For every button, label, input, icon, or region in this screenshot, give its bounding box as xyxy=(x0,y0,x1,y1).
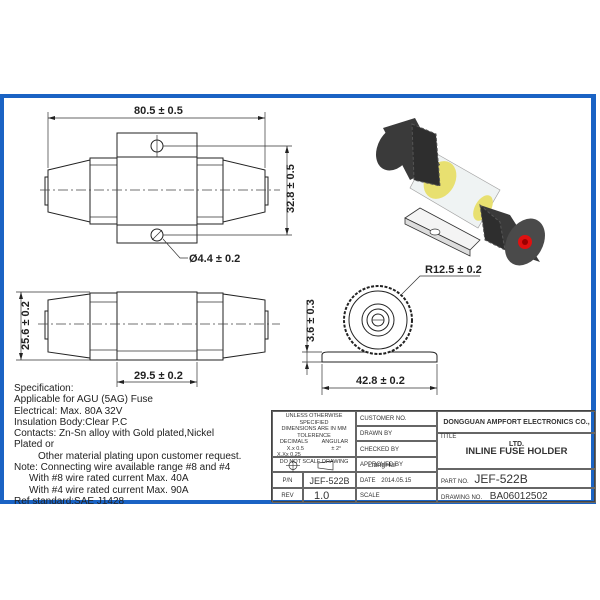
checked-by-value: LiangHui xyxy=(368,462,396,469)
part-no-label: PART NO. xyxy=(441,479,469,485)
drawing-no-label: DRAWING NO. xyxy=(441,495,483,501)
drawing-no-value: BA06012502 xyxy=(489,491,548,502)
tolerance-note: UNLESS OTHERWISE SPECIFIED DIMENSIONS AR… xyxy=(272,411,356,465)
company-name: DONGGUAN AMPFORT ELECTRONICS CO., LTD. xyxy=(437,411,596,448)
drawing-title: INLINE FUSE HOLDER xyxy=(465,446,568,457)
spec-line: Insulation Body:Clear P.C xyxy=(14,416,128,428)
tolerance-line: ± 2° xyxy=(331,445,342,452)
rev-label: REV xyxy=(272,488,303,503)
date-value: 2014.05.15 xyxy=(381,478,412,484)
title-block: UNLESS OTHERWISE SPECIFIED DIMENSIONS AR… xyxy=(271,410,596,503)
rev-value: 1.0 xyxy=(303,488,356,503)
date-cell: DATE 2014.05.15 xyxy=(356,472,437,488)
customer-no-label: CUSTOMER NO. xyxy=(356,411,437,426)
checked-by-label: CHECKED BY xyxy=(360,447,399,453)
spec-line: Specification: xyxy=(14,383,74,394)
spec-line: Electrical: Max. 80A 32V xyxy=(14,405,123,417)
top-view: 80.5 ± 0.5 32.8 ± 0.5 Ø4.4 ± 0.2 xyxy=(40,105,297,265)
dim-hole-spacing: 32.8 ± 0.5 xyxy=(285,164,297,213)
title-cell: TITLE INLINE FUSE HOLDER xyxy=(437,433,596,469)
spec-line: Plated or xyxy=(14,439,55,451)
tolerance-line: X.x 0.5 xyxy=(286,445,304,452)
end-view: 3.6 ± 0.3 42.8 ± 0.2 R12.5 ± 0.2 xyxy=(302,264,482,395)
tolerance-line: DECIMALS xyxy=(279,439,308,445)
dim-hole-diameter: Ø4.4 ± 0.2 xyxy=(189,253,240,265)
drawn-by-label: DRAWN BY xyxy=(356,426,437,441)
tolerance-line: X.Xx 0.25 xyxy=(277,452,301,458)
projection-symbols xyxy=(272,457,356,472)
side-view: 25.6 ± 0.2 29.5 ± 0.2 xyxy=(16,291,280,387)
spec-line: With #8 wire rated current Max. 40A xyxy=(29,473,189,485)
date-label: DATE xyxy=(360,478,376,484)
dim-base-thickness: 3.6 ± 0.3 xyxy=(305,299,317,342)
isometric-view xyxy=(376,118,545,266)
pn-value: JEF-522B xyxy=(303,472,356,488)
dim-body-height: 25.6 ± 0.2 xyxy=(20,301,32,350)
title-label: TITLE xyxy=(440,434,457,440)
dim-base-width: 42.8 ± 0.2 xyxy=(356,375,405,387)
tolerance-line: DO NOT SCALE DRAWING xyxy=(279,458,349,465)
drawing-no-cell: DRAWING NO. BA06012502 xyxy=(437,488,596,503)
dim-body-length: 29.5 ± 0.2 xyxy=(134,370,183,382)
tolerance-line: ANGULAR xyxy=(321,439,349,445)
dim-radius: R12.5 ± 0.2 xyxy=(425,264,482,276)
spec-line: Ref standard:SAE J1428 xyxy=(14,495,125,507)
spec-line: With #4 wire rated current Max. 90A xyxy=(29,484,189,496)
spec-line: Applicable for AGU (5AG) Fuse xyxy=(14,394,153,406)
specification-notes: Specification: Applicable for AGU (5AG) … xyxy=(14,383,241,507)
tolerance-line: TOLERENCE xyxy=(297,432,331,439)
scale-label: SCALE xyxy=(356,488,437,503)
pn-label: P/N xyxy=(272,472,303,488)
spec-line: Contacts: Zn-Sn alloy with Gold plated,N… xyxy=(14,428,215,440)
spec-line: Note: Connecting wire available range #8… xyxy=(14,462,231,474)
part-no-value: JEF-522B xyxy=(474,472,528,486)
part-no-cell: PART NO. JEF-522B xyxy=(437,469,596,488)
approved-by-label: APPROVED BY xyxy=(356,457,437,472)
spec-line: Other material plating upon customer req… xyxy=(38,450,242,462)
tolerance-line: DIMENSIONS ARE IN MM xyxy=(281,426,347,432)
dim-overall-length: 80.5 ± 0.5 xyxy=(134,105,183,117)
tolerance-line: UNLESS OTHERWISE SPECIFIED xyxy=(285,413,343,426)
checked-by-cell: CHECKED BY LiangHui xyxy=(356,441,437,469)
